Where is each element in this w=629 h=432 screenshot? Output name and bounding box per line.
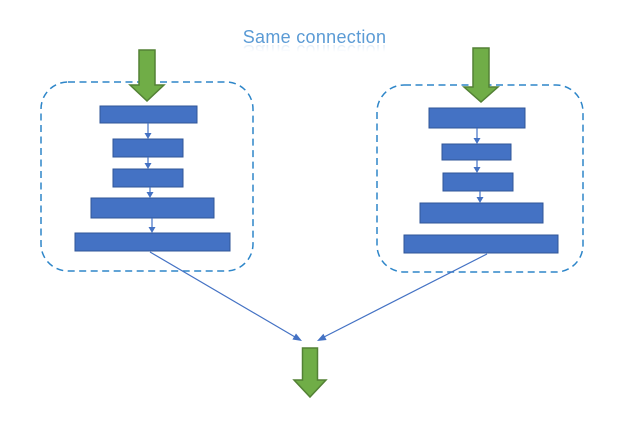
- left-layer-stack: [74, 105, 231, 252]
- left-bar-5: [74, 232, 231, 252]
- left-bar-4: [90, 197, 215, 219]
- right-layer-stack: [403, 107, 559, 254]
- right-bar-3: [442, 172, 514, 192]
- left-merge-connector: [149, 251, 296, 338]
- right-bar-1: [428, 107, 526, 129]
- right-merge-connector: [323, 253, 488, 338]
- left-bar-3: [112, 168, 184, 188]
- right-bar-5: [403, 234, 559, 254]
- left-connector-4-arrowhead-icon: [148, 227, 156, 233]
- right-input-arrow-icon: [462, 47, 500, 104]
- left-bar-1: [99, 105, 198, 124]
- left-connector-3-arrowhead-icon: [146, 192, 154, 198]
- right-connector-3-arrowhead-icon: [476, 197, 484, 203]
- left-bar-2: [112, 138, 184, 158]
- output-arrow-icon: [292, 347, 328, 399]
- left-group-box: [40, 81, 254, 272]
- right-bar-2: [441, 143, 512, 161]
- right-merge-arrowhead-icon: [317, 333, 327, 341]
- right-connector-1-arrowhead-icon: [473, 138, 481, 144]
- left-connector-1-arrowhead-icon: [144, 133, 152, 139]
- right-connector-2-arrowhead-icon: [473, 167, 481, 173]
- left-connector-2-arrowhead-icon: [144, 163, 152, 169]
- left-input-arrow-icon: [128, 49, 166, 103]
- right-bar-4: [419, 202, 544, 224]
- left-merge-arrowhead-icon: [292, 333, 302, 341]
